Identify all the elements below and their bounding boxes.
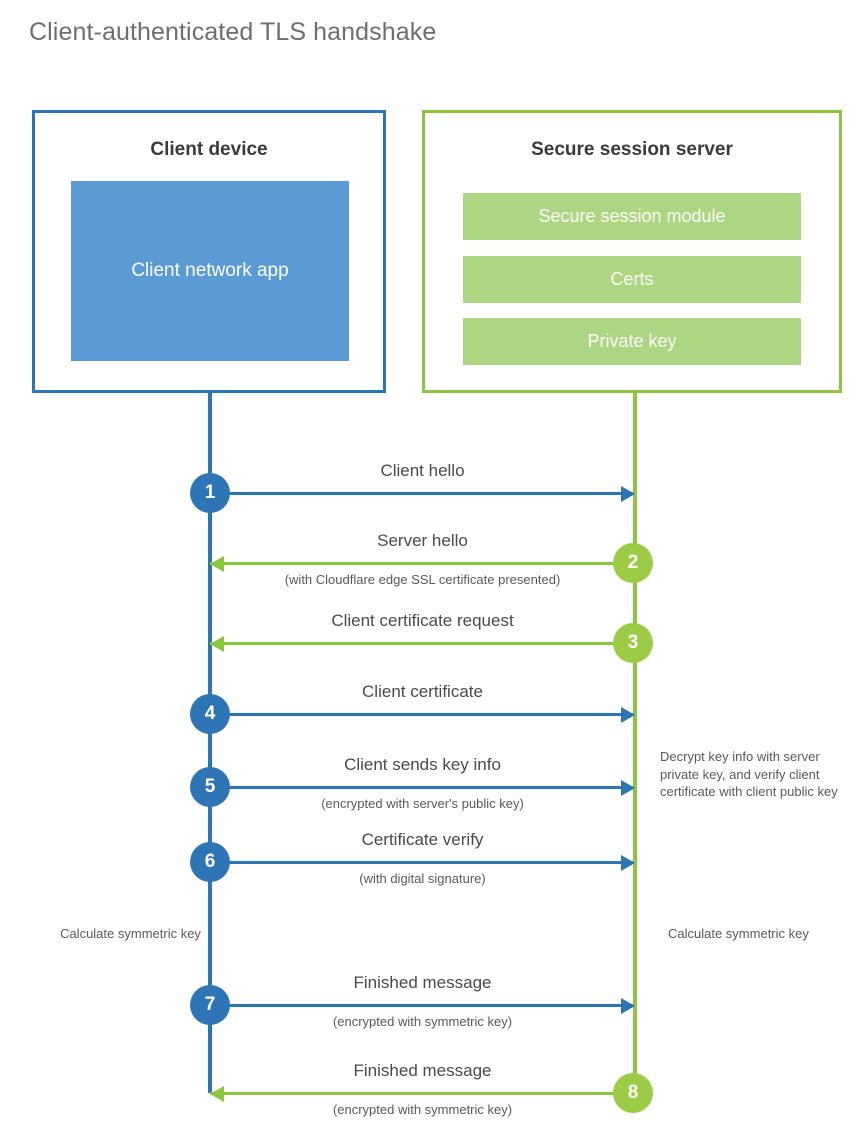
arrow-head-icon-3	[210, 636, 224, 652]
arrow-head-icon-8	[210, 1086, 224, 1102]
server-lifeline	[633, 393, 637, 1093]
arrow-head-icon-6	[621, 855, 635, 871]
message-sublabel-8: (encrypted with symmetric key)	[332, 1102, 513, 1117]
step-badge-5: 5	[190, 767, 230, 807]
message-label-7: Finished message	[353, 973, 492, 992]
server-component-secure-session-module: Secure session module	[463, 193, 801, 240]
message-label-6: Certificate verify	[361, 830, 484, 849]
message-arrow-line-7	[210, 1004, 633, 1007]
client-device-title: Client device	[150, 139, 268, 160]
client-network-app-block: Client network app	[71, 181, 349, 361]
page-title: Client-authenticated TLS handshake	[29, 18, 437, 46]
message-label-5: Client sends key info	[344, 755, 501, 774]
step-badge-3: 3	[613, 623, 653, 663]
message-label-3: Client certificate request	[331, 611, 514, 630]
message-arrow-line-8	[210, 1092, 633, 1095]
step-badge-4: 4	[190, 694, 230, 734]
message-arrow-line-2	[210, 562, 633, 565]
server-component-private-key: Private key	[463, 318, 801, 365]
arrow-head-icon-4	[621, 707, 635, 723]
message-sublabel-2: (with Cloudflare edge SSL certificate pr…	[284, 572, 561, 587]
message-label-4: Client certificate	[362, 682, 483, 701]
step-badge-7: 7	[190, 985, 230, 1025]
step-badge-6: 6	[190, 842, 230, 882]
client-lifeline	[208, 393, 212, 1093]
message-label-8: Finished message	[353, 1061, 492, 1080]
message-sublabel-5: (encrypted with server's public key)	[321, 796, 524, 811]
arrow-head-icon-5	[621, 780, 635, 796]
arrow-head-icon-1	[621, 486, 635, 502]
note-decrypt-key-info: Decrypt key info with server private key…	[660, 749, 838, 800]
secure-session-server-title: Secure session server	[531, 139, 733, 160]
step-badge-8: 8	[613, 1073, 653, 1113]
message-sublabel-6: (with digital signature)	[359, 871, 486, 886]
message-arrow-line-6	[210, 861, 633, 864]
message-arrow-line-1	[210, 492, 633, 495]
message-label-1: Client hello	[380, 461, 465, 480]
step-badge-1: 1	[190, 473, 230, 513]
step-badge-2: 2	[613, 543, 653, 583]
message-arrow-line-3	[210, 642, 633, 645]
message-arrow-line-4	[210, 713, 633, 716]
message-label-2: Server hello	[377, 531, 468, 550]
message-sublabel-7: (encrypted with symmetric key)	[332, 1014, 513, 1029]
server-component-certs: Certs	[463, 256, 801, 303]
client-device-box: Client device Client network app	[32, 110, 386, 393]
secure-session-server-box: Secure session server Secure session mod…	[422, 110, 842, 393]
message-arrow-line-5	[210, 786, 633, 789]
arrow-head-icon-7	[621, 998, 635, 1014]
arrow-head-icon-2	[210, 556, 224, 572]
note-calculate-symmetric-key-client: Calculate symmetric key	[60, 926, 201, 941]
note-calculate-symmetric-key-server: Calculate symmetric key	[668, 926, 809, 941]
